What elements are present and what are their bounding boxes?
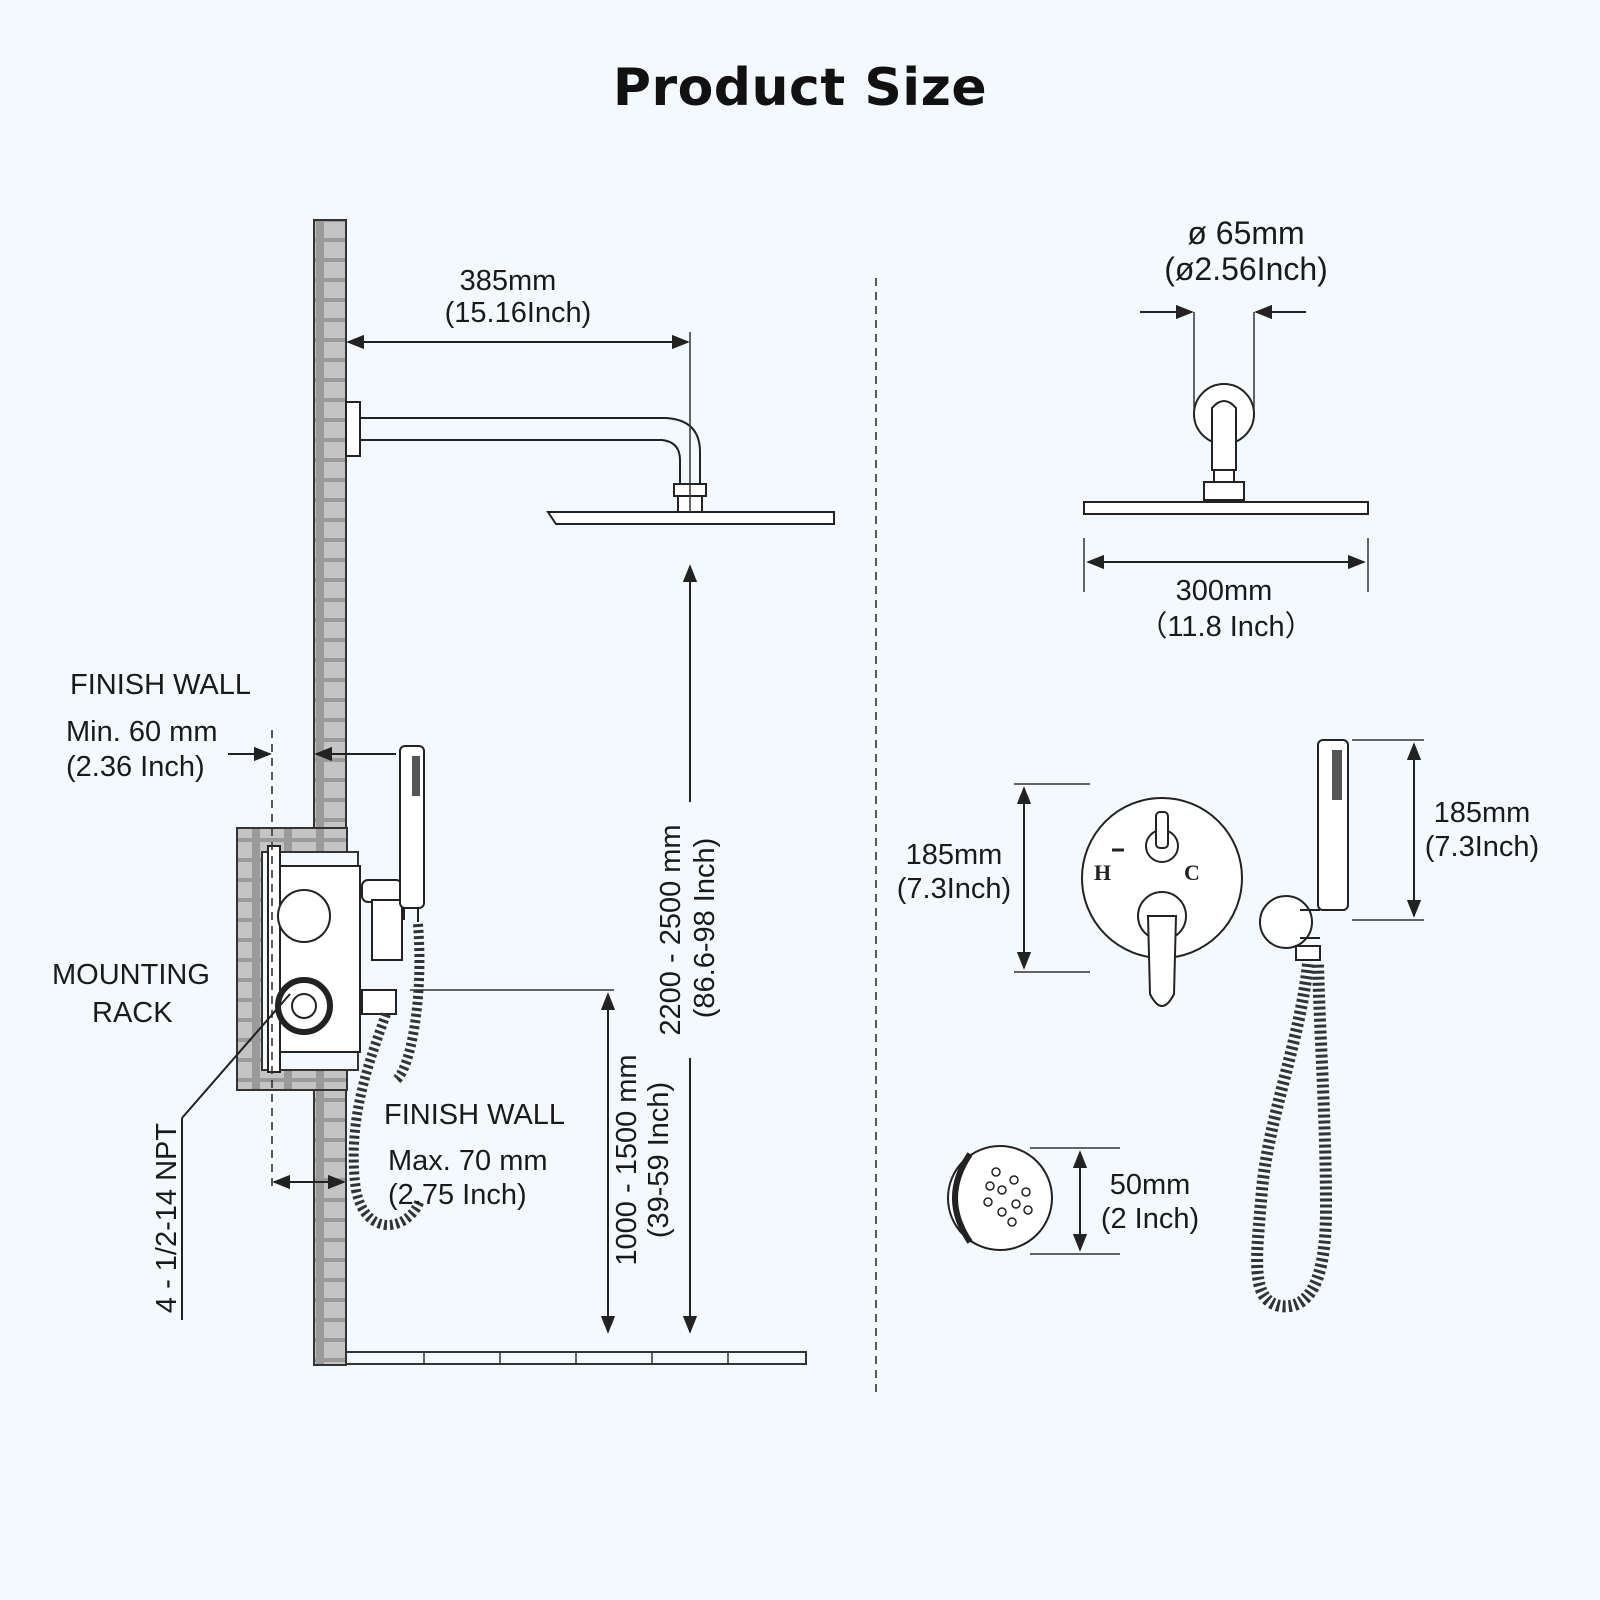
finish-wall-label-top: FINISH WALL <box>70 669 251 701</box>
valve-height-in: (39-59 Inch) <box>643 1082 675 1238</box>
arm-length-in: (15.16Inch) <box>445 297 592 329</box>
head-height-mm: 2200 - 2500 mm <box>655 824 687 1035</box>
hand-shower-front <box>1251 739 1349 1313</box>
floor-line <box>345 1351 807 1365</box>
mounting-rack-label-2: RACK <box>92 997 173 1029</box>
npt-label: 4 - 1/2-14 NPT <box>151 1123 183 1313</box>
plate-height-mm: 185mm <box>906 839 1003 871</box>
finish-wall-min-dimension: FINISH WALL Min. 60 mm (2.36 Inch) <box>66 669 396 1190</box>
arm-length-mm: 385mm <box>460 265 557 297</box>
shower-head-side <box>546 511 835 525</box>
min-depth-in: (2.36 Inch) <box>66 751 205 783</box>
shower-head-front <box>1083 383 1369 515</box>
flange-diameter-mm: ø 65mm <box>1187 215 1304 251</box>
cold-label: C <box>1184 860 1200 885</box>
page-title: Product Size <box>612 58 988 118</box>
valve-box-side <box>267 845 403 1073</box>
mounting-rack-label-1: MOUNTING <box>52 959 210 991</box>
wall-section <box>236 219 359 1366</box>
flange-diameter-dimension: ø 65mm (ø2.56Inch) <box>1140 215 1328 412</box>
arm-length-dimension: 385mm (15.16Inch) <box>346 265 691 512</box>
max-depth-mm: Max. 70 mm <box>388 1145 548 1177</box>
head-height-dimension: 2200 - 2500 mm (86.6-98 Inch) <box>655 564 721 1334</box>
head-height-in: (86.6-98 Inch) <box>689 838 721 1019</box>
shower-arm-side <box>345 401 707 513</box>
hose-side <box>348 923 425 1230</box>
valve-height-mm: 1000 - 1500 mm <box>611 1054 643 1265</box>
npt-callout: 4 - 1/2-14 NPT <box>151 993 291 1320</box>
max-depth-in: (2.75 Inch) <box>388 1179 527 1211</box>
flange-diameter-in: (ø2.56Inch) <box>1164 251 1328 287</box>
mounting-rack-callout: MOUNTING RACK <box>52 959 210 1029</box>
min-depth-mm: Min. 60 mm <box>66 716 217 748</box>
head-width-dimension: 300mm （11.8 Inch） <box>1083 538 1369 643</box>
jet-diameter-in: (2 Inch) <box>1101 1203 1199 1235</box>
valve-plate-height-dimension: 185mm (7.3Inch) <box>897 783 1090 973</box>
hand-height-in: (7.3Inch) <box>1425 831 1539 863</box>
body-jet-front <box>947 1145 1053 1251</box>
finish-wall-label-bottom: FINISH WALL <box>384 1099 565 1131</box>
hand-shower-side <box>399 745 425 922</box>
hot-label: H <box>1094 860 1111 885</box>
valve-trim-front: H C <box>1081 797 1243 1007</box>
valve-height-dimension: 1000 - 1500 mm (39-59 Inch) <box>410 989 675 1334</box>
finish-wall-max-dimension: FINISH WALL Max. 70 mm (2.75 Inch) <box>272 1099 565 1211</box>
hand-height-mm: 185mm <box>1434 797 1531 829</box>
head-width-mm: 300mm <box>1176 575 1273 607</box>
head-width-in: （11.8 Inch） <box>1138 611 1313 643</box>
jet-diameter-mm: 50mm <box>1110 1169 1191 1201</box>
hand-shower-height-dimension: 185mm (7.3Inch) <box>1352 739 1539 921</box>
plate-height-in: (7.3Inch) <box>897 873 1011 905</box>
body-jet-diameter-dimension: 50mm (2 Inch) <box>1030 1147 1199 1255</box>
